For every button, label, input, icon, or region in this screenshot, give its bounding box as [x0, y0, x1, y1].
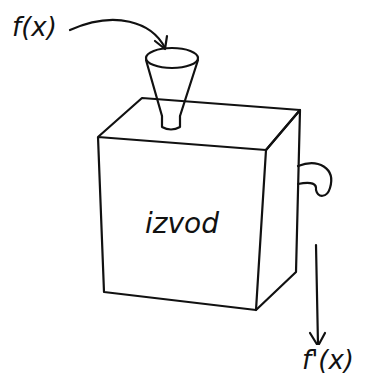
- funnel-cone: [146, 60, 198, 116]
- funnel-rim: [146, 48, 198, 68]
- input-arrow: [70, 20, 165, 48]
- box-outline: [98, 137, 266, 310]
- box-top-face: [98, 98, 300, 150]
- box-label: izvod: [145, 207, 219, 240]
- machine-box: izvod: [96, 135, 268, 312]
- function-label: f(x): [10, 12, 59, 42]
- arrow-head: [155, 36, 167, 49]
- funnel-neck: [162, 116, 180, 130]
- function-label: f'(x): [300, 345, 356, 375]
- output-arrow: [316, 245, 318, 345]
- spout: [298, 163, 331, 196]
